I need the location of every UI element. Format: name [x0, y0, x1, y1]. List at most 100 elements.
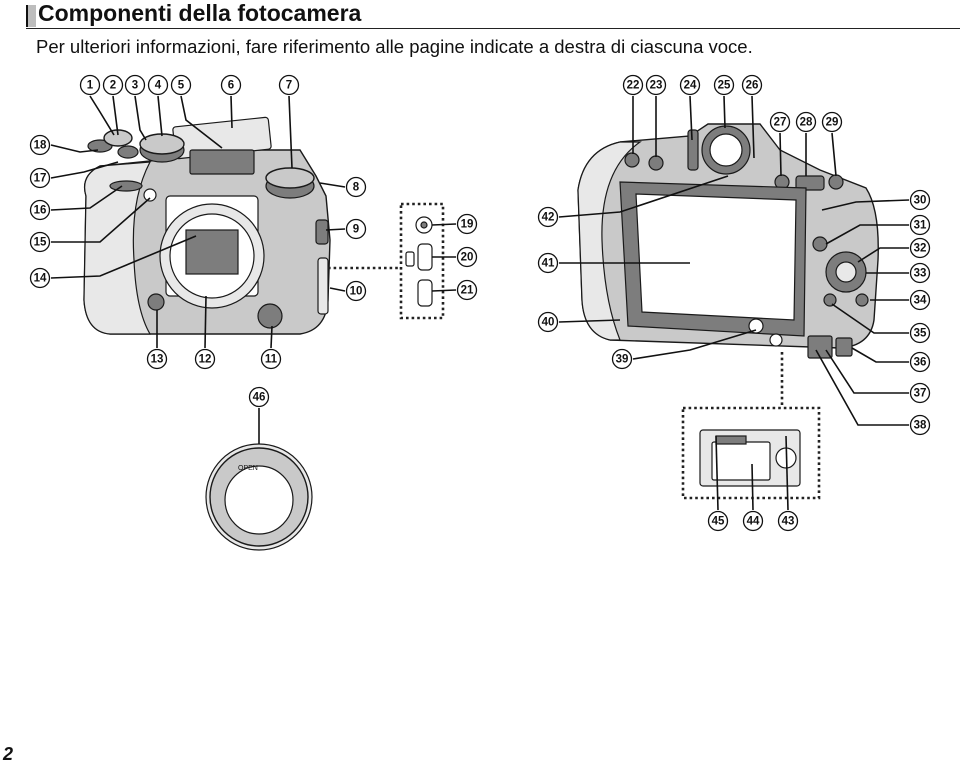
leader-line-27: [779, 132, 782, 177]
callout-number: 37: [914, 388, 927, 400]
callout-number: 21: [461, 285, 474, 297]
leader-line-17: [50, 161, 119, 179]
leader-line-30: [821, 199, 910, 211]
callout-30: 30: [909, 189, 931, 211]
rear-camera-illustration: [577, 123, 879, 359]
callout-21: 21: [456, 279, 478, 301]
leader-line-32: [857, 247, 909, 263]
callout-9: 9: [345, 218, 367, 240]
callout-20: 20: [456, 246, 478, 268]
page-subtitle: Per ulteriori informazioni, fare riferim…: [36, 36, 753, 57]
callout-11: 11: [260, 348, 282, 370]
leader-line-35: [831, 303, 909, 334]
callout-31: 31: [909, 214, 931, 236]
leader-line-4: [157, 95, 163, 137]
callout-number: 24: [684, 80, 697, 92]
leader-line-40: [558, 319, 621, 323]
callout-32: 32: [909, 237, 931, 259]
callout-29: 29: [821, 111, 843, 133]
callout-number: 11: [265, 354, 278, 366]
callout-number: 46: [253, 392, 266, 404]
callout-number: 41: [542, 258, 555, 270]
callout-number: 17: [34, 173, 47, 185]
body-cap-illustration: OPEN: [205, 443, 313, 551]
callout-44: 44: [742, 510, 764, 532]
leader-line-16: [50, 185, 123, 211]
leader-line-8: [319, 182, 346, 188]
leader-line-19: [431, 223, 457, 226]
callout-40: 40: [537, 311, 559, 333]
callout-number: 39: [616, 354, 629, 366]
callout-number: 5: [178, 80, 185, 92]
leader-line-9: [325, 228, 346, 231]
callout-number: 3: [132, 80, 138, 92]
callout-22: 22: [622, 74, 644, 96]
callout-number: 22: [627, 80, 640, 92]
callout-15: 15: [29, 231, 51, 253]
callout-14: 14: [29, 267, 51, 289]
callout-number: 38: [914, 420, 927, 432]
callout-28: 28: [795, 111, 817, 133]
callout-number: 31: [914, 220, 927, 232]
leader-line-24: [689, 95, 693, 141]
callout-8: 8: [345, 176, 367, 198]
callout-number: 18: [34, 140, 47, 152]
callout-27: 27: [769, 111, 791, 133]
callout-number: 7: [286, 80, 292, 92]
front-camera-illustration: [83, 116, 331, 335]
battery-chamber-detail: [681, 352, 821, 500]
callout-number: 20: [461, 252, 474, 264]
leader-line-3: [134, 95, 147, 141]
callout-38: 38: [909, 414, 931, 436]
callout-number: 34: [914, 295, 927, 307]
connector-panel-detail: [328, 202, 445, 320]
callout-number: 25: [718, 80, 731, 92]
callout-24: 24: [679, 74, 701, 96]
leader-line-12: [204, 295, 207, 349]
callout-number: 2: [110, 80, 116, 92]
leader-line-31: [825, 224, 909, 245]
callout-46: 46: [248, 386, 270, 408]
title-marker: [26, 5, 36, 27]
callout-23: 23: [645, 74, 667, 96]
callout-number: 4: [155, 80, 162, 92]
callout-10: 10: [345, 280, 367, 302]
leader-line-43: [785, 435, 789, 511]
leader-line-18: [50, 144, 99, 153]
callout-number: 16: [34, 205, 47, 217]
callout-number: 27: [774, 117, 787, 129]
callout-number: 26: [746, 80, 759, 92]
callout-number: 45: [712, 516, 725, 528]
callout-number: 40: [542, 317, 555, 329]
callout-number: 28: [800, 117, 813, 129]
callout-13: 13: [146, 348, 168, 370]
callout-number: 9: [353, 224, 359, 236]
callout-45: 45: [707, 510, 729, 532]
leader-line-15: [51, 197, 151, 243]
leader-line-36: [851, 347, 909, 363]
callout-number: 13: [151, 354, 164, 366]
callout-number: 15: [34, 237, 47, 249]
callout-number: 8: [353, 182, 360, 194]
leader-line-25: [723, 95, 726, 129]
leader-line-1: [89, 95, 115, 136]
callout-5: 5: [170, 74, 192, 96]
callout-39: 39: [611, 348, 633, 370]
leader-line-42: [558, 175, 729, 218]
callout-number: 23: [650, 80, 663, 92]
body-cap-open-label: OPEN: [238, 465, 258, 472]
callout-18: 18: [29, 134, 51, 156]
leader-line-45: [715, 435, 719, 511]
leader-line-11: [270, 325, 273, 349]
leader-line-7: [288, 95, 293, 169]
callout-number: 1: [87, 80, 94, 92]
callout-number: 6: [228, 80, 234, 92]
callout-25: 25: [713, 74, 735, 96]
callout-33: 33: [909, 262, 931, 284]
callout-43: 43: [777, 510, 799, 532]
title-bar: Componenti della fotocamera: [26, 0, 960, 29]
leader-line-10: [329, 287, 346, 292]
callout-number: 10: [350, 286, 363, 298]
callout-35: 35: [909, 322, 931, 344]
callout-number: 32: [914, 243, 927, 255]
